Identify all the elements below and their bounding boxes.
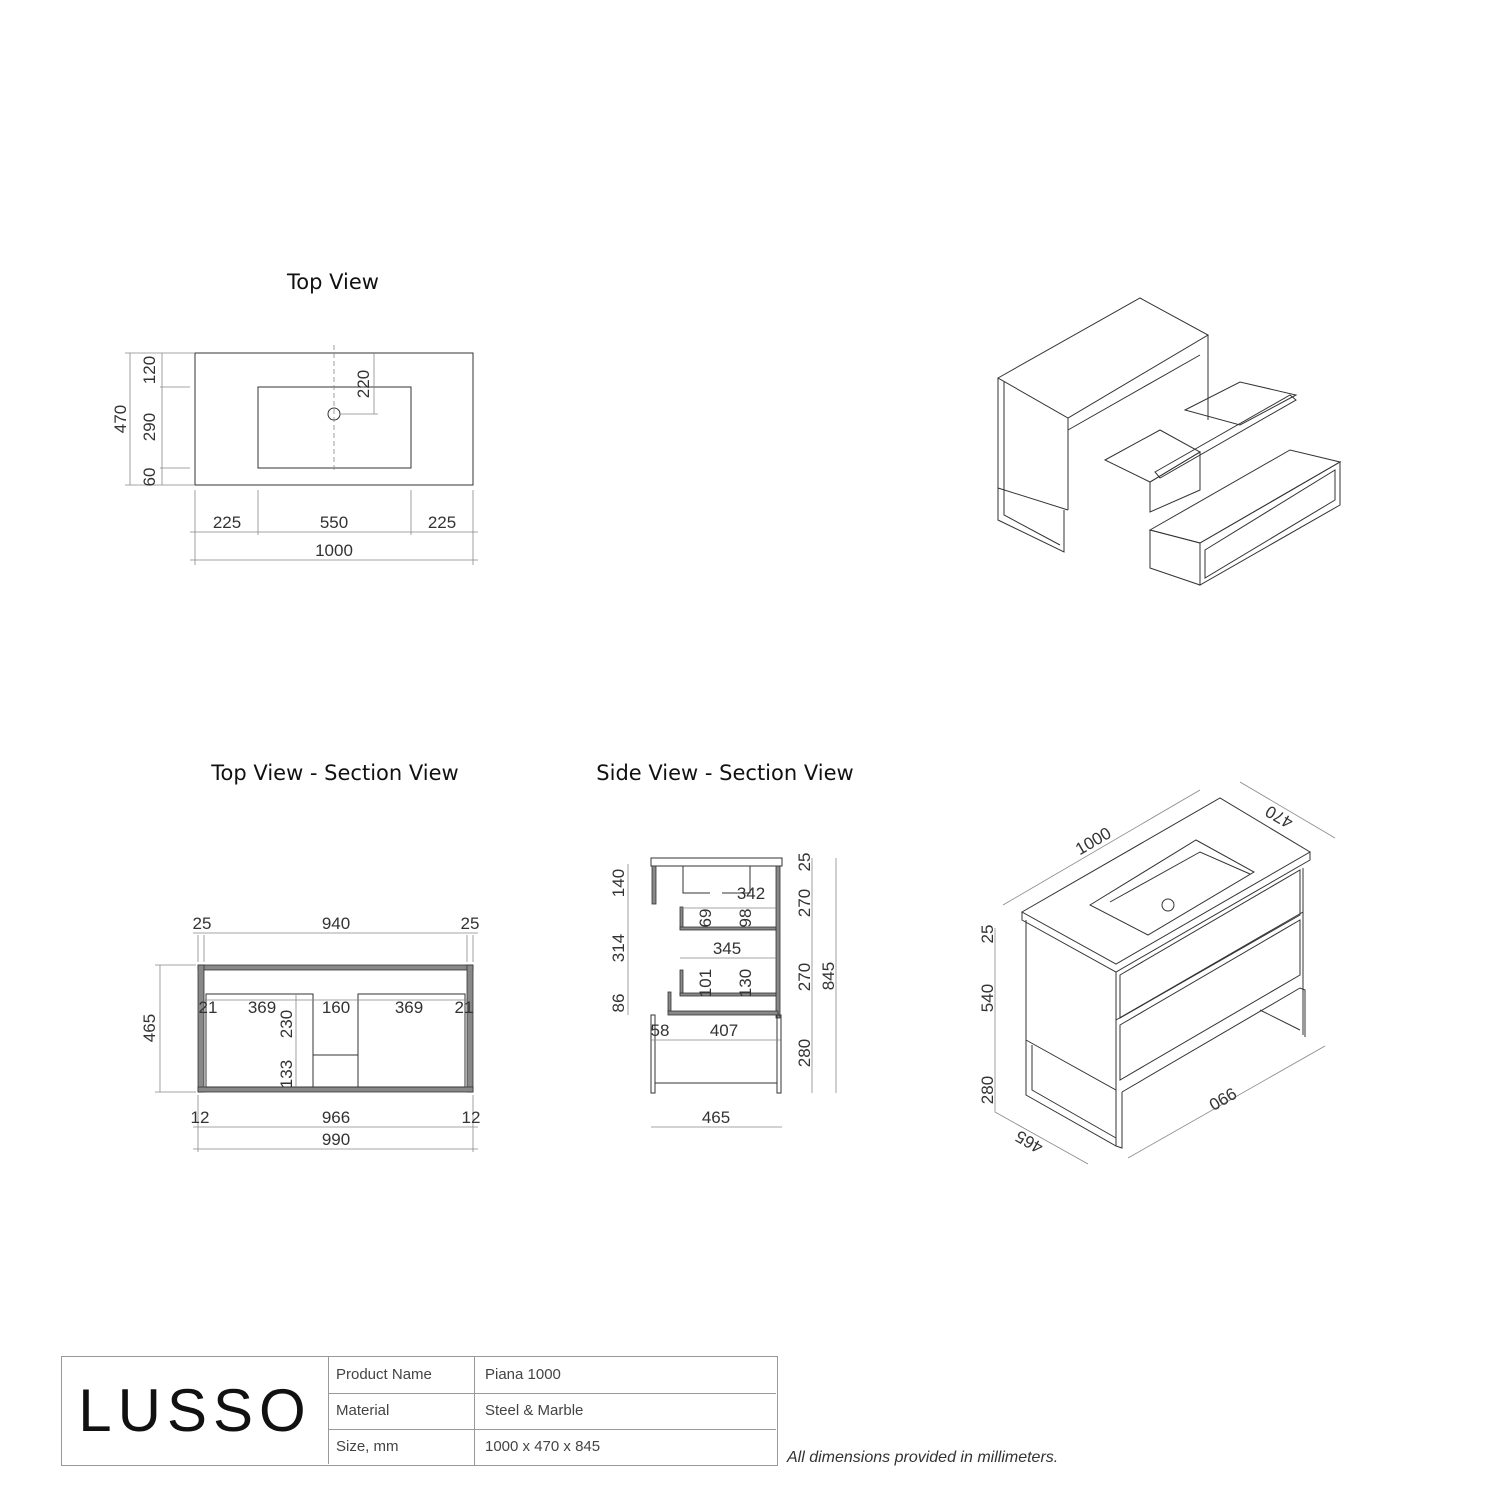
dim-label: 12 <box>191 1108 210 1127</box>
dim-label: 280 <box>978 1076 997 1104</box>
exploded-isometric-view <box>996 297 1342 586</box>
dim-label: 130 <box>736 969 755 997</box>
dim-label: 25 <box>978 925 997 944</box>
dim-label: 407 <box>710 1021 738 1040</box>
dim-label: 1000 <box>1072 824 1114 859</box>
dim-label: 342 <box>737 884 765 903</box>
spec-value: 1000 x 470 x 845 <box>485 1438 601 1455</box>
dim-label: 345 <box>713 939 741 958</box>
dim-label: 270 <box>795 963 814 991</box>
side-section-view: Side View - Section View 140 314 86 58 4… <box>596 761 854 1128</box>
spec-row-material: Material Steel & Marble <box>328 1393 776 1430</box>
spec-value: Piana 1000 <box>485 1366 561 1383</box>
dim-label: 225 <box>213 513 241 532</box>
dim-label: 465 <box>702 1108 730 1127</box>
dim-label: 25 <box>795 853 814 872</box>
dim-label: 133 <box>277 1060 296 1088</box>
side-section-title: Side View - Section View <box>596 761 853 785</box>
dim-label: 369 <box>248 998 276 1017</box>
dim-label: 69 <box>696 909 715 928</box>
assembled-isometric-view: 1000 470 25 540 280 990 465 <box>978 781 1336 1165</box>
dim-label: 86 <box>609 994 628 1013</box>
dim-label: 966 <box>322 1108 350 1127</box>
dim-label: 98 <box>736 909 755 928</box>
dim-label: 540 <box>978 984 997 1012</box>
dim-label: 940 <box>322 914 350 933</box>
dim-label: 990 <box>1206 1083 1240 1114</box>
dim-label: 220 <box>354 370 373 398</box>
dim-label: 290 <box>140 413 159 441</box>
basin-outline <box>257 386 412 469</box>
dim-label: 369 <box>395 998 423 1017</box>
dim-label: 314 <box>609 934 628 962</box>
dim-label: 101 <box>696 969 715 997</box>
dim-label: 230 <box>277 1010 296 1038</box>
dim-label: 25 <box>193 914 212 933</box>
spec-label: Size, mm <box>336 1438 399 1455</box>
dim-label: 25 <box>461 914 480 933</box>
dim-label: 280 <box>795 1039 814 1067</box>
dim-label: 1000 <box>315 541 353 560</box>
dim-label: 120 <box>140 356 159 384</box>
dim-label: 12 <box>462 1108 481 1127</box>
dim-label: 990 <box>322 1130 350 1149</box>
dim-label: 470 <box>1262 801 1296 832</box>
dim-label: 470 <box>111 405 130 433</box>
dim-label: 58 <box>651 1021 670 1040</box>
spec-row-size: Size, mm 1000 x 470 x 845 <box>328 1429 776 1465</box>
dim-label: 21 <box>199 998 218 1017</box>
dim-label: 140 <box>609 869 628 897</box>
title-block: LUSSO Product Name Piana 1000 Material S… <box>61 1356 778 1466</box>
top-section-view: Top View - Section View 25 940 25 465 21… <box>140 761 480 1152</box>
top-view: Top View 120 290 60 470 220 225 550 225 … <box>111 270 478 565</box>
dim-label: 225 <box>428 513 456 532</box>
dim-label: 845 <box>819 962 838 990</box>
spec-value: Steel & Marble <box>485 1402 584 1419</box>
dimensions-note: All dimensions provided in millimeters. <box>787 1449 1059 1466</box>
dim-label: 550 <box>320 513 348 532</box>
spec-label: Material <box>336 1402 390 1419</box>
top-section-title: Top View - Section View <box>210 761 458 785</box>
dim-label: 21 <box>455 998 474 1017</box>
dim-label: 270 <box>795 889 814 917</box>
dim-label: 60 <box>140 468 159 487</box>
dim-label: 465 <box>1012 1126 1046 1157</box>
dim-label: 160 <box>322 998 350 1017</box>
lusso-logo: LUSSO <box>62 1357 329 1464</box>
dim-label: 465 <box>140 1014 159 1042</box>
top-view-title: Top View <box>286 270 379 294</box>
spec-row-product-name: Product Name Piana 1000 <box>328 1357 776 1394</box>
spec-label: Product Name <box>336 1366 432 1383</box>
